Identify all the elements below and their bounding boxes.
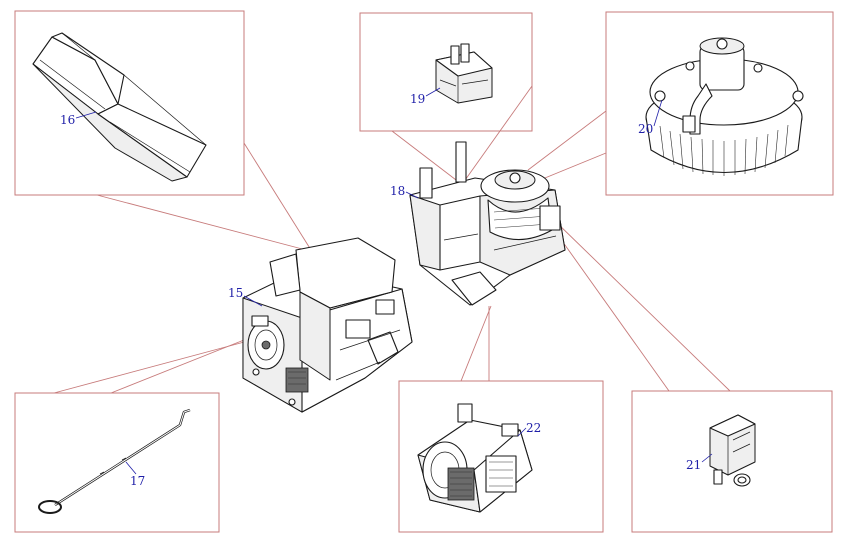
- callout-20: 20: [638, 122, 653, 136]
- callout-22: 22: [526, 421, 541, 435]
- callouts: 15 16 17 18 19 20 21 22: [60, 87, 713, 488]
- detail-frame-21: [631, 390, 833, 533]
- part-16-filter: [32, 32, 207, 182]
- part-21-actuator: [709, 414, 756, 487]
- part-15-hvac-assembly: [242, 237, 413, 413]
- callout-21: 21: [686, 458, 701, 472]
- detail-frame-22: [398, 380, 604, 533]
- detail-frame-20: [605, 11, 834, 196]
- callout-19: 19: [410, 92, 425, 106]
- part-19-resistor: [435, 43, 493, 104]
- detail-frame-16: [14, 10, 245, 196]
- part-22-blower-case: [417, 403, 533, 513]
- part-20-blower-motor: [645, 37, 804, 176]
- callout-18: 18: [390, 184, 405, 198]
- part-18-upper-assembly: [409, 141, 566, 306]
- callout-16: 16: [60, 113, 75, 127]
- detail-frame-17: [14, 392, 220, 533]
- detail-frame-19: [359, 12, 533, 132]
- leader-lines: [53, 85, 731, 426]
- callout-15: 15: [228, 286, 243, 300]
- callout-17: 17: [130, 474, 145, 488]
- part-17-rod: [38, 408, 191, 514]
